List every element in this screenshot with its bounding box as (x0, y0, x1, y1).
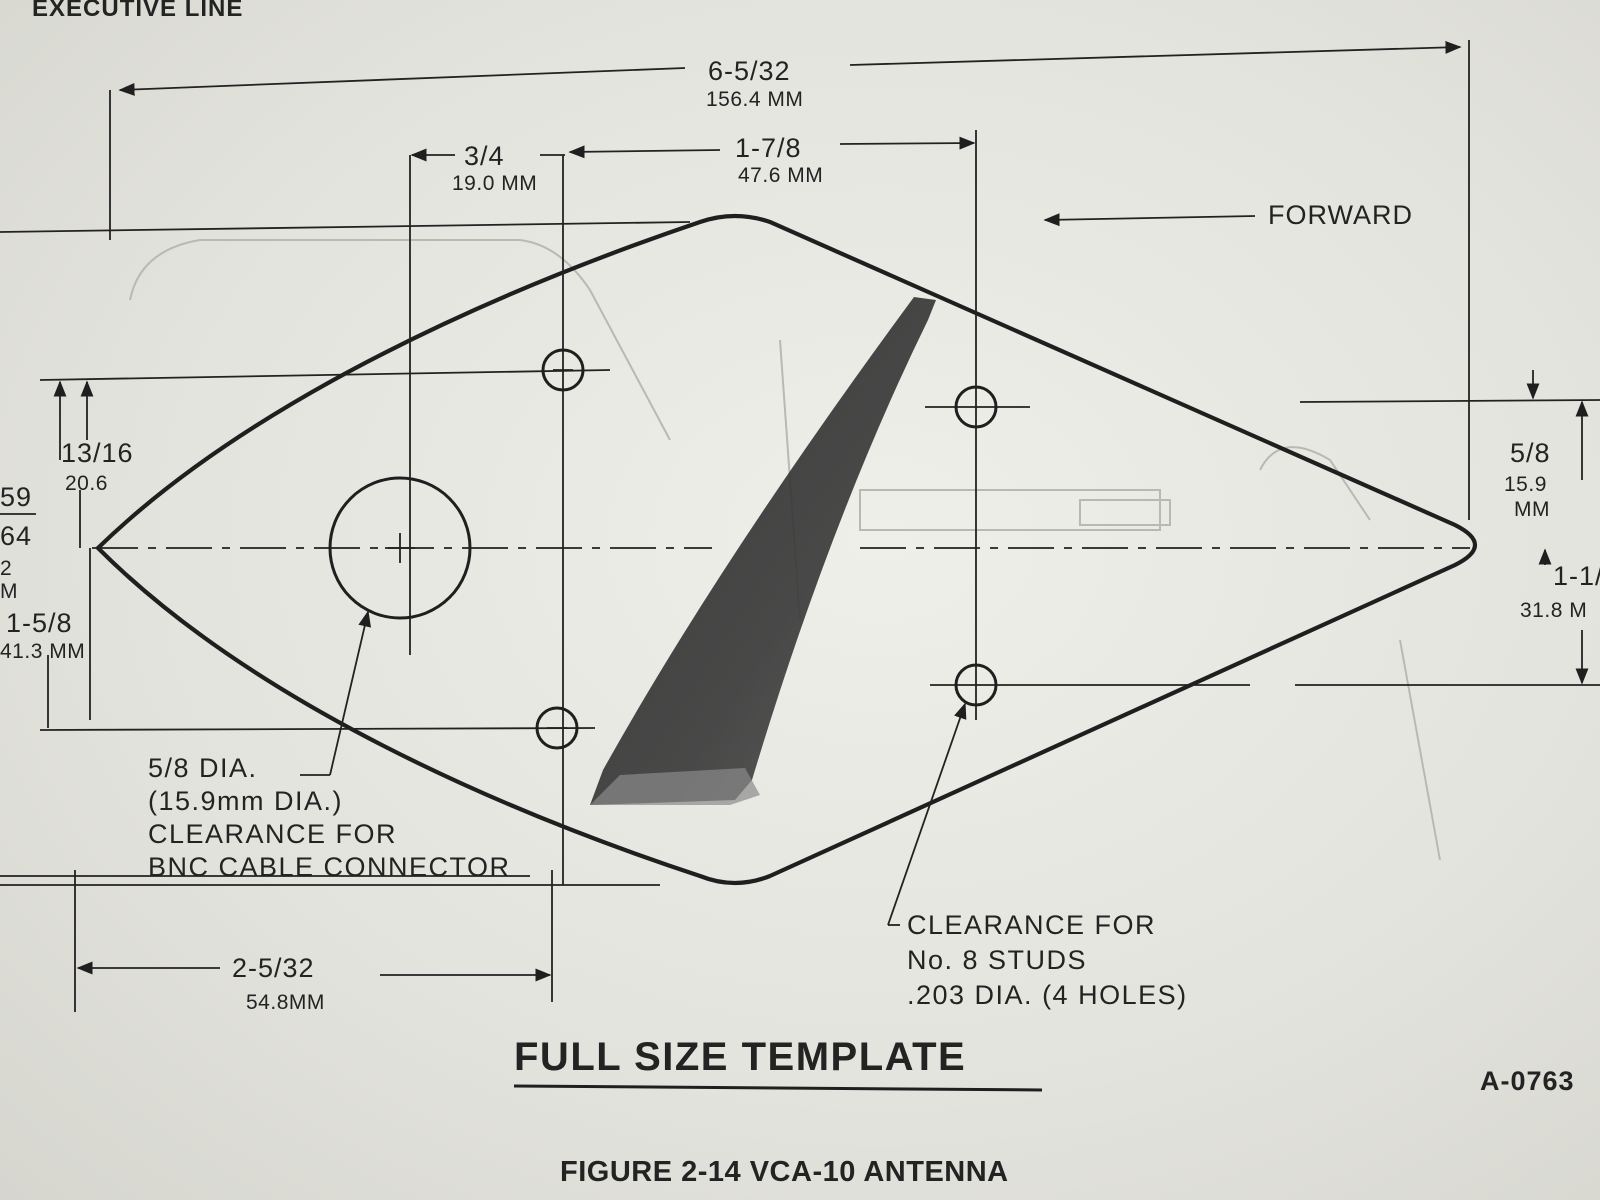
bnc-note-line-3: CLEARANCE FOR (148, 819, 397, 849)
title-underline (513, 1084, 1043, 1092)
antenna-fin-illustration (590, 297, 936, 805)
stud-note-line-3: .203 DIA. (4 HOLES) (907, 980, 1188, 1010)
dim-bottom-fraction: 2-5/32 (232, 953, 315, 983)
stud-note-line-2: No. 8 STUDS (907, 945, 1087, 975)
antenna-fin-base (590, 768, 760, 805)
stud-hole-lower-left (535, 706, 579, 750)
dim-left-upper-mm: 20.6 (65, 472, 108, 495)
stud-note-line-1: CLEARANCE FOR (907, 910, 1156, 940)
bnc-connector-hole (328, 476, 472, 620)
header-text: EXECUTIVE LINE (32, 0, 243, 22)
bnc-note-line-1: 5/8 DIA. (148, 753, 258, 783)
dim-left-partial-a: 2 (0, 557, 12, 580)
dim-left-lower-mm: 41.3 MM (0, 640, 85, 663)
stud-hole-upper-right (954, 385, 998, 429)
drawing-number: A-0763 (1480, 1066, 1575, 1096)
bnc-note-line-4: BNC CABLE CONNECTOR (148, 852, 511, 882)
template-title: FULL SIZE TEMPLATE (514, 1035, 966, 1079)
dim-overall-fraction: 6-5/32 (708, 56, 791, 86)
dim-stud-spacing-fraction: 1-7/8 (735, 133, 802, 163)
dim-left-lower-fraction: 1-5/8 (6, 608, 73, 638)
bnc-note-line-2: (15.9mm DIA.) (148, 786, 343, 816)
dim-stud-spacing-mm: 47.6 MM (738, 164, 823, 187)
center-lines (0, 40, 1600, 1012)
dim-right-lower-mm: 31.8 M (1520, 599, 1587, 622)
dim-left-offset-mm: 19.0 MM (452, 172, 537, 195)
dim-left-partial-numerator: 59 (0, 482, 32, 512)
dim-overall-mm: 156.4 MM (706, 88, 803, 111)
antenna-base-outline (95, 213, 1477, 886)
dim-left-upper-fraction: 13/16 (61, 438, 134, 468)
dim-right-upper-mm: 15.9 (1504, 473, 1547, 496)
stud-hole-lower-right (954, 663, 998, 707)
stud-hole-upper-left (541, 348, 585, 392)
figure-caption: FIGURE 2-14 VCA-10 ANTENNA (560, 1156, 1009, 1188)
dim-bottom-mm: 54.8MM (246, 991, 325, 1014)
dim-right-upper-fraction: 5/8 (1510, 438, 1551, 468)
dimension-arrows (47, 40, 1589, 982)
forward-label: FORWARD (1268, 200, 1413, 230)
dim-right-upper-mm-unit: MM (1514, 498, 1550, 521)
dim-left-offset-fraction: 3/4 (464, 141, 505, 171)
bnc-clearance-note: 5/8 DIA. (15.9mm DIA.) CLEARANCE FOR BNC… (148, 753, 511, 882)
dim-right-lower-fraction: 1-1/ (1553, 561, 1600, 591)
stud-clearance-note: CLEARANCE FOR No. 8 STUDS .203 DIA. (4 H… (907, 910, 1188, 1010)
stud-holes (535, 348, 998, 750)
dim-left-partial-b: M (0, 580, 18, 603)
dim-left-partial-denominator: 64 (0, 521, 32, 551)
